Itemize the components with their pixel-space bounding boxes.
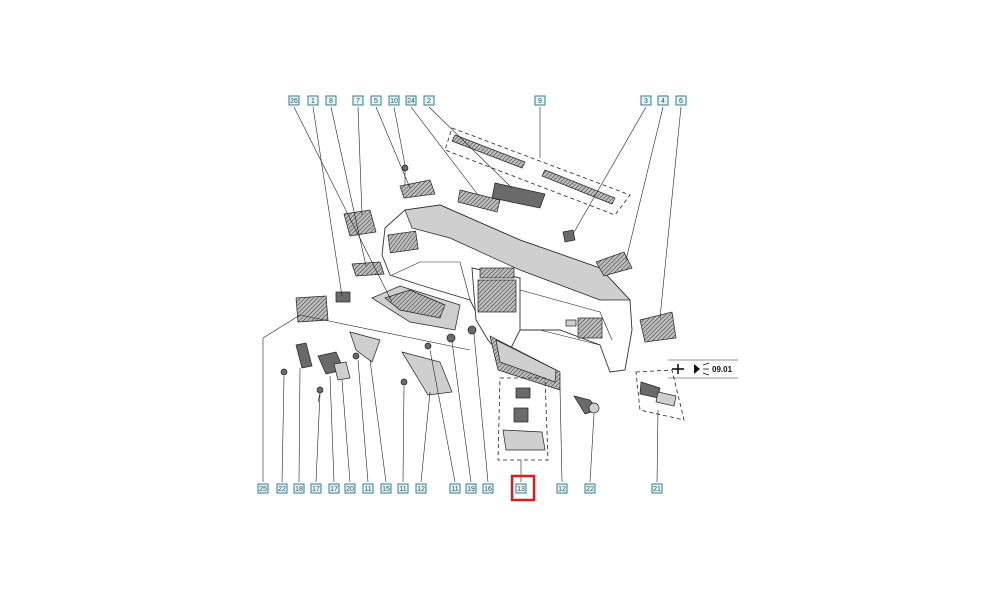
callout-number: 19 (467, 486, 475, 493)
bottom-label-12: 12 (415, 483, 427, 494)
top-label-4: 4 (657, 95, 669, 106)
headlight-adjust-icon (672, 362, 710, 376)
bottom-label-16: 16 (482, 483, 494, 494)
callout-number: 7 (356, 98, 360, 105)
bottom-label-11: 11 (449, 483, 461, 494)
bottom-label-12: 12 (556, 483, 568, 494)
callout-number: 5 (374, 98, 378, 105)
callout-number: 9 (538, 98, 542, 105)
bottom-label-18: 18 (293, 483, 305, 494)
callout-number: 17 (330, 486, 338, 493)
callout-number: 11 (399, 486, 406, 493)
callout-number: 22 (278, 486, 286, 493)
callout-number: 20 (346, 486, 354, 493)
callout-number: 26 (290, 98, 298, 105)
top-label-5: 5 (370, 95, 382, 106)
highlight-frame (510, 474, 536, 502)
callout-number: 21 (653, 486, 661, 493)
top-label-3: 3 (640, 95, 652, 106)
top-label-2: 2 (423, 95, 435, 106)
callout-number: 4 (661, 98, 665, 105)
revision-note: 09.01 (668, 359, 738, 379)
revision-date: 09.01 (712, 365, 733, 374)
top-label-7: 7 (352, 95, 364, 106)
callout-number: 1 (311, 98, 315, 105)
dashboard-body (381, 204, 633, 373)
callout-number: 13 (517, 486, 525, 493)
callout-number: 12 (417, 486, 425, 493)
callout-number: 16 (484, 486, 492, 493)
bottom-label-21: 21 (651, 483, 663, 494)
callout-number: 22 (586, 486, 594, 493)
bottom-label-25: 25 (257, 483, 269, 494)
top-label-8: 8 (325, 95, 337, 106)
top-label-9: 9 (534, 95, 546, 106)
bottom-label-17: 17 (328, 483, 340, 494)
top-label-1: 1 (307, 95, 319, 106)
callout-number: 24 (407, 98, 415, 105)
callout-number: 11 (451, 486, 458, 493)
bottom-label-17: 17 (310, 483, 322, 494)
top-label-24: 24 (405, 95, 417, 106)
dashboard-parts (280, 127, 685, 461)
callout-number: 11 (364, 486, 371, 493)
callout-number: 17 (312, 486, 320, 493)
callout-number: 6 (679, 98, 683, 105)
bottom-label-22: 22 (276, 483, 288, 494)
bottom-label-11: 11 (362, 483, 374, 494)
top-labels: 26 1 8 7 5 10 24 2 9 3 4 6 (288, 95, 687, 106)
callout-number: 2 (427, 98, 431, 105)
bottom-label-19: 19 (465, 483, 477, 494)
callout-number: 18 (295, 486, 303, 493)
callout-number: 3 (644, 98, 648, 105)
bottom-label-13: 13 (515, 483, 527, 494)
callout-number: 15 (382, 486, 390, 493)
bottom-labels: 25 22 18 17 17 20 11 15 11 12 11 19 16 13 12 22 21 (257, 483, 663, 494)
bottom-label-22: 22 (584, 483, 596, 494)
leader-lines (262, 106, 682, 483)
bottom-label-15: 15 (380, 483, 392, 494)
callout-number: 25 (259, 486, 267, 493)
callout-number: 12 (558, 486, 566, 493)
callout-number: 8 (329, 98, 333, 105)
top-label-10: 10 (388, 95, 400, 106)
bottom-label-20: 20 (344, 483, 356, 494)
top-label-6: 6 (675, 95, 687, 106)
top-label-26: 26 (288, 95, 300, 106)
bottom-label-11: 11 (397, 483, 409, 494)
callout-number: 10 (390, 98, 398, 105)
